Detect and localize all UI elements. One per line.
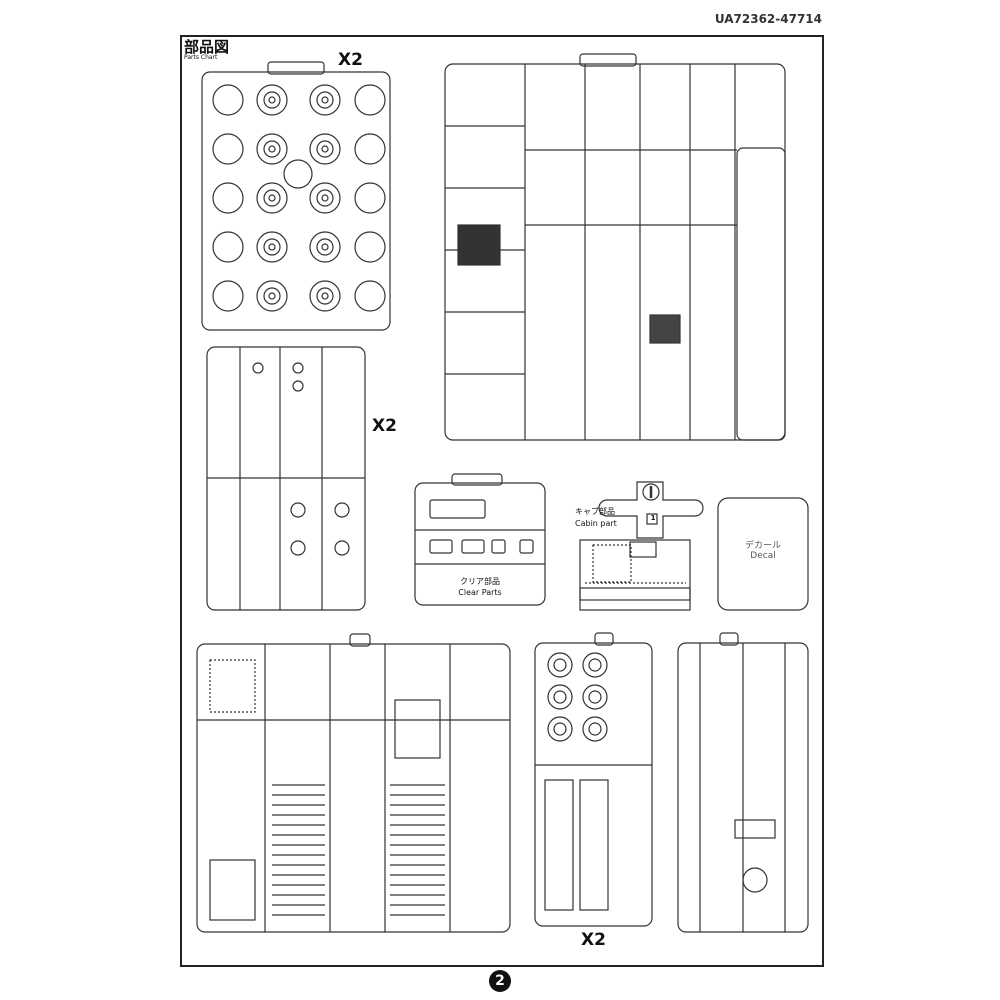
wheel-part — [256, 133, 288, 165]
cabin-part-drawing — [579, 481, 704, 611]
wheel-axle — [268, 96, 276, 104]
page-subtitle: Parts Chart — [184, 54, 218, 61]
page-number: 2 — [489, 970, 511, 992]
wheel-part — [256, 280, 288, 312]
wheel-part — [309, 280, 341, 312]
wheel-axle — [321, 243, 329, 251]
wheel-part — [354, 182, 386, 214]
bottom-middle-sprue — [534, 632, 653, 927]
wheel-part — [256, 182, 288, 214]
wheel-part — [212, 84, 244, 116]
sprue-hub — [283, 159, 313, 189]
wheel-part — [309, 84, 341, 116]
clear-parts-sprue — [414, 473, 546, 606]
decal-label-en: Decal — [750, 551, 776, 561]
main-sprue — [444, 53, 786, 441]
clear-parts-label-en: Clear Parts — [458, 588, 502, 597]
wheel-part — [212, 231, 244, 263]
wheel-axle — [321, 96, 329, 104]
wheel-hub — [316, 287, 334, 305]
wheel-axle — [268, 194, 276, 202]
wheel-part — [309, 133, 341, 165]
wheel-hub — [263, 189, 281, 207]
cabin-label-en: Cabin part — [575, 519, 617, 528]
wheel-part — [582, 716, 608, 742]
wheel-hub — [553, 690, 567, 704]
wheel-hub — [553, 722, 567, 736]
clear-parts-label-jp: クリア部品 — [460, 577, 500, 586]
wheel-hub — [316, 91, 334, 109]
wheel-axle — [321, 292, 329, 300]
cabin-label-jp: キャブ部品 — [575, 507, 615, 516]
wheel-part — [309, 231, 341, 263]
wheel-sprue — [201, 61, 391, 331]
wheel-part — [354, 231, 386, 263]
wheel-part — [582, 684, 608, 710]
wheel-part — [212, 182, 244, 214]
cabin-part-number: 1 — [650, 514, 656, 522]
wheel-part — [354, 133, 386, 165]
decal-label-jp: デカール — [744, 541, 781, 551]
parts-chart-frame — [180, 35, 824, 967]
left-sprue-multiplier: X2 — [372, 416, 397, 436]
wheel-part — [309, 182, 341, 214]
wheel-axle — [268, 292, 276, 300]
wheel-hub — [588, 658, 602, 672]
bottom-sprue-multiplier: X2 — [581, 930, 606, 950]
wheel-hub — [553, 658, 567, 672]
wheel-hub — [263, 91, 281, 109]
page-title: 部品図 — [184, 38, 230, 56]
wheel-part — [547, 716, 573, 742]
wheel-hub — [316, 238, 334, 256]
wheel-part — [256, 84, 288, 116]
wheel-hub — [263, 287, 281, 305]
wheel-part — [547, 684, 573, 710]
wheel-hub — [588, 722, 602, 736]
wheel-axle — [321, 194, 329, 202]
wheel-sprue-multiplier: X2 — [338, 50, 363, 70]
wheel-axle — [268, 145, 276, 153]
decal-sheet — [717, 497, 809, 611]
wheel-part — [354, 84, 386, 116]
wheel-hub — [263, 238, 281, 256]
wheel-hub — [588, 690, 602, 704]
wheel-part — [256, 231, 288, 263]
left-sprue — [206, 346, 366, 611]
bottom-left-sprue — [196, 633, 511, 933]
wheel-part — [212, 280, 244, 312]
wheel-hub — [316, 189, 334, 207]
wheel-part — [212, 133, 244, 165]
wheel-axle — [268, 243, 276, 251]
wheel-axle — [321, 145, 329, 153]
bottom-right-sprue — [677, 632, 809, 933]
document-code: UA72362-47714 — [714, 12, 822, 26]
wheel-hub — [263, 140, 281, 158]
wheel-part — [354, 280, 386, 312]
wheel-part — [547, 652, 573, 678]
wheel-hub — [316, 140, 334, 158]
wheel-part — [582, 652, 608, 678]
